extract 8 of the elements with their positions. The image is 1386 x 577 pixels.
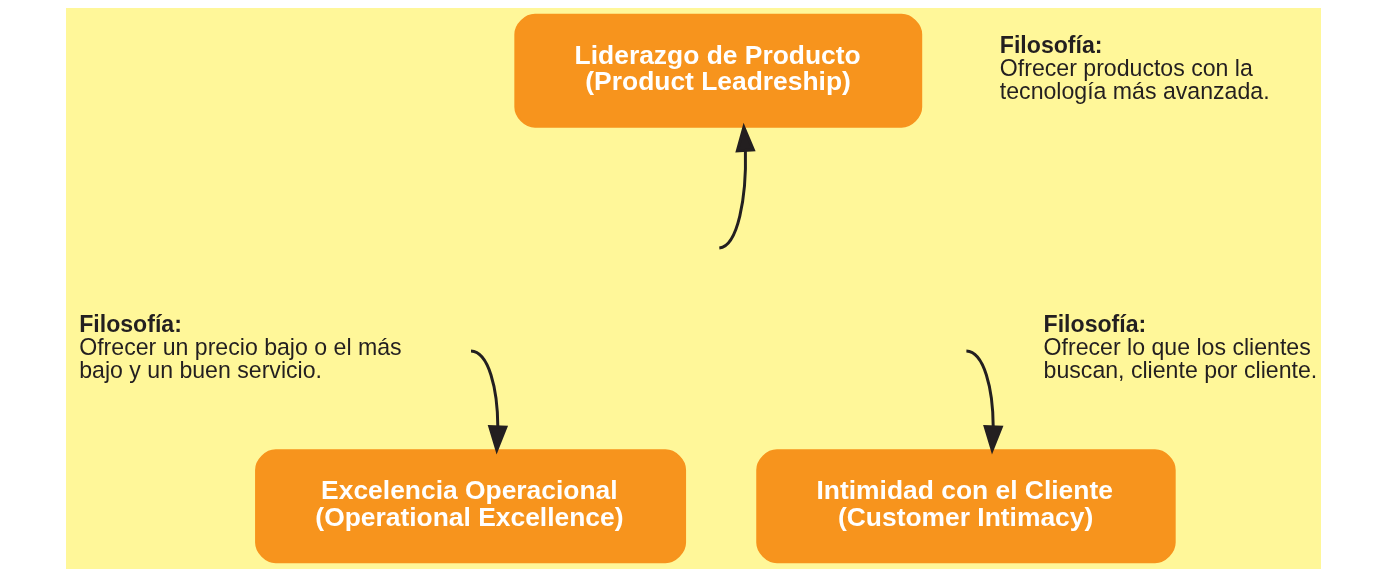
node-label: Ofrecer productos con la tecnología más avanzada. [999, 55, 1270, 105]
node-box: Liderazgo de Producto (Product Leadreship) [513, 13, 922, 128]
arrow [470, 349, 508, 455]
arrow [718, 122, 756, 250]
node-label: Filosofía: [999, 31, 1103, 58]
node-box: Intimidad con el Cliente (Customer Intimacy) [755, 449, 1176, 564]
node-box: Excelencia Operacional (Operational Excellence) [254, 449, 686, 564]
arrow [965, 349, 1003, 455]
